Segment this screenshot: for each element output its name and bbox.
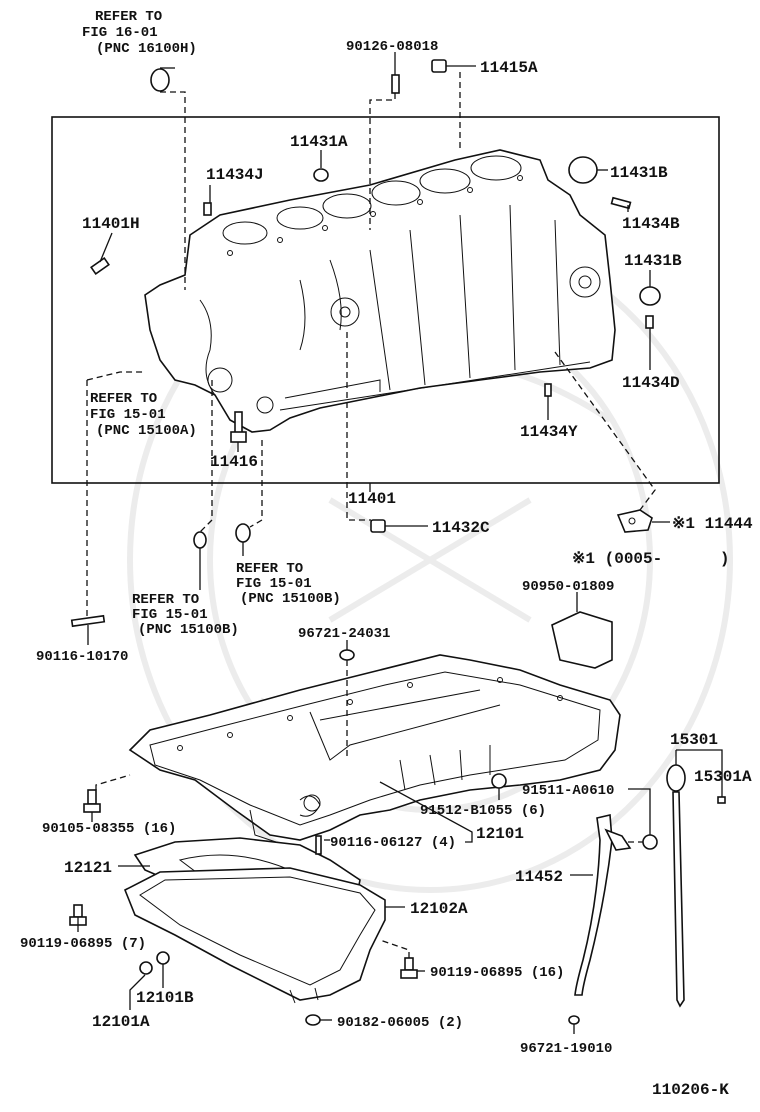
label-11434d[interactable]: 11434D [622,374,680,392]
label-11444[interactable]: ※1 11444 [672,515,753,533]
label-90119-06895-7[interactable]: 90119-06895 (7) [20,936,146,952]
label-11416[interactable]: 11416 [210,453,258,471]
ref-15100b-right-line3[interactable]: (PNC 15100B) [240,591,341,607]
label-11401h[interactable]: 11401H [82,215,140,233]
ref-15100a-line3[interactable]: (PNC 15100A) [96,423,197,439]
ref-15100a-line1[interactable]: REFER TO [90,391,157,407]
label-11434j[interactable]: 11434J [206,166,264,184]
label-90182-06005[interactable]: 90182-06005 (2) [337,1015,463,1031]
label-11431b-mid[interactable]: 11431B [624,252,682,270]
oil-pan-lower-drawing [123,867,386,1004]
label-90126-08018[interactable]: 90126-08018 [346,39,438,55]
label-15301a[interactable]: 15301A [694,768,752,786]
label-12121[interactable]: 12121 [64,859,112,877]
label-12101b[interactable]: 12101B [136,989,194,1007]
label-90116-06127[interactable]: 90116-06127 (4) [330,835,456,851]
ref-15100b-right-line2[interactable]: FIG 15-01 [236,576,312,592]
figure-code: 110206-K [652,1081,729,1099]
reference-notes: REFER TO FIG 16-01 (PNC 16100H) REFER TO… [82,9,341,638]
ref-16100h-line1[interactable]: REFER TO [95,9,162,25]
label-11401[interactable]: 11401 [348,490,396,508]
label-96721-24031[interactable]: 96721-24031 [298,626,390,642]
label-11415a[interactable]: 11415A [480,59,538,77]
label-11432c[interactable]: 11432C [432,519,490,537]
oil-gauge-guide-drawing [568,814,632,1025]
leader-lines [77,52,723,1034]
part-number-labels: 90126-08018 11415A 11431A 11434J 11431B … [20,39,753,1099]
label-12101a[interactable]: 12101A [92,1013,150,1031]
label-11434y[interactable]: 11434Y [520,423,578,441]
label-90105-08355[interactable]: 90105-08355 (16) [42,821,176,837]
ref-15100b-right-line1[interactable]: REFER TO [236,561,303,577]
oil-pan-upper-drawing [128,654,621,846]
part-90950-01809 [551,611,613,669]
label-90119-06895-16[interactable]: 90119-06895 (16) [430,965,564,981]
pan-hardware [69,773,658,1026]
ref-16100h-line3[interactable]: (PNC 16100H) [96,41,197,57]
ref-15100b-left-line3[interactable]: (PNC 15100B) [138,622,239,638]
label-11434b[interactable]: 11434B [622,215,680,233]
label-15301[interactable]: 15301 [670,731,718,749]
ref-15100b-left-line2[interactable]: FIG 15-01 [132,607,208,623]
label-11452[interactable]: 11452 [515,868,563,886]
ref-15100a-line2[interactable]: FIG 15-01 [90,407,166,423]
label-96721-19010[interactable]: 96721-19010 [520,1041,612,1057]
label-11431b-top[interactable]: 11431B [610,164,668,182]
label-91512-b1055[interactable]: 91512-B1055 (6) [420,803,546,819]
label-11431a[interactable]: 11431A [290,133,348,151]
label-90116-10170[interactable]: 90116-10170 [36,649,128,665]
block-assembly-frame [51,116,720,484]
label-12101[interactable]: 12101 [476,825,524,843]
cylinder-block-drawing [144,149,616,433]
note-applicability: ※1 (0005- ) [572,550,729,568]
label-90950-01809[interactable]: 90950-01809 [522,579,614,595]
block-small-parts [70,59,661,628]
dipstick-drawing [666,764,726,1008]
ref-15100b-left-line1[interactable]: REFER TO [132,592,199,608]
part-96721-24031 [339,649,355,661]
label-91511-a0610[interactable]: 91511-A0610 [522,783,614,799]
ref-16100h-line2[interactable]: FIG 16-01 [82,25,158,41]
label-12102a[interactable]: 12102A [410,900,468,918]
